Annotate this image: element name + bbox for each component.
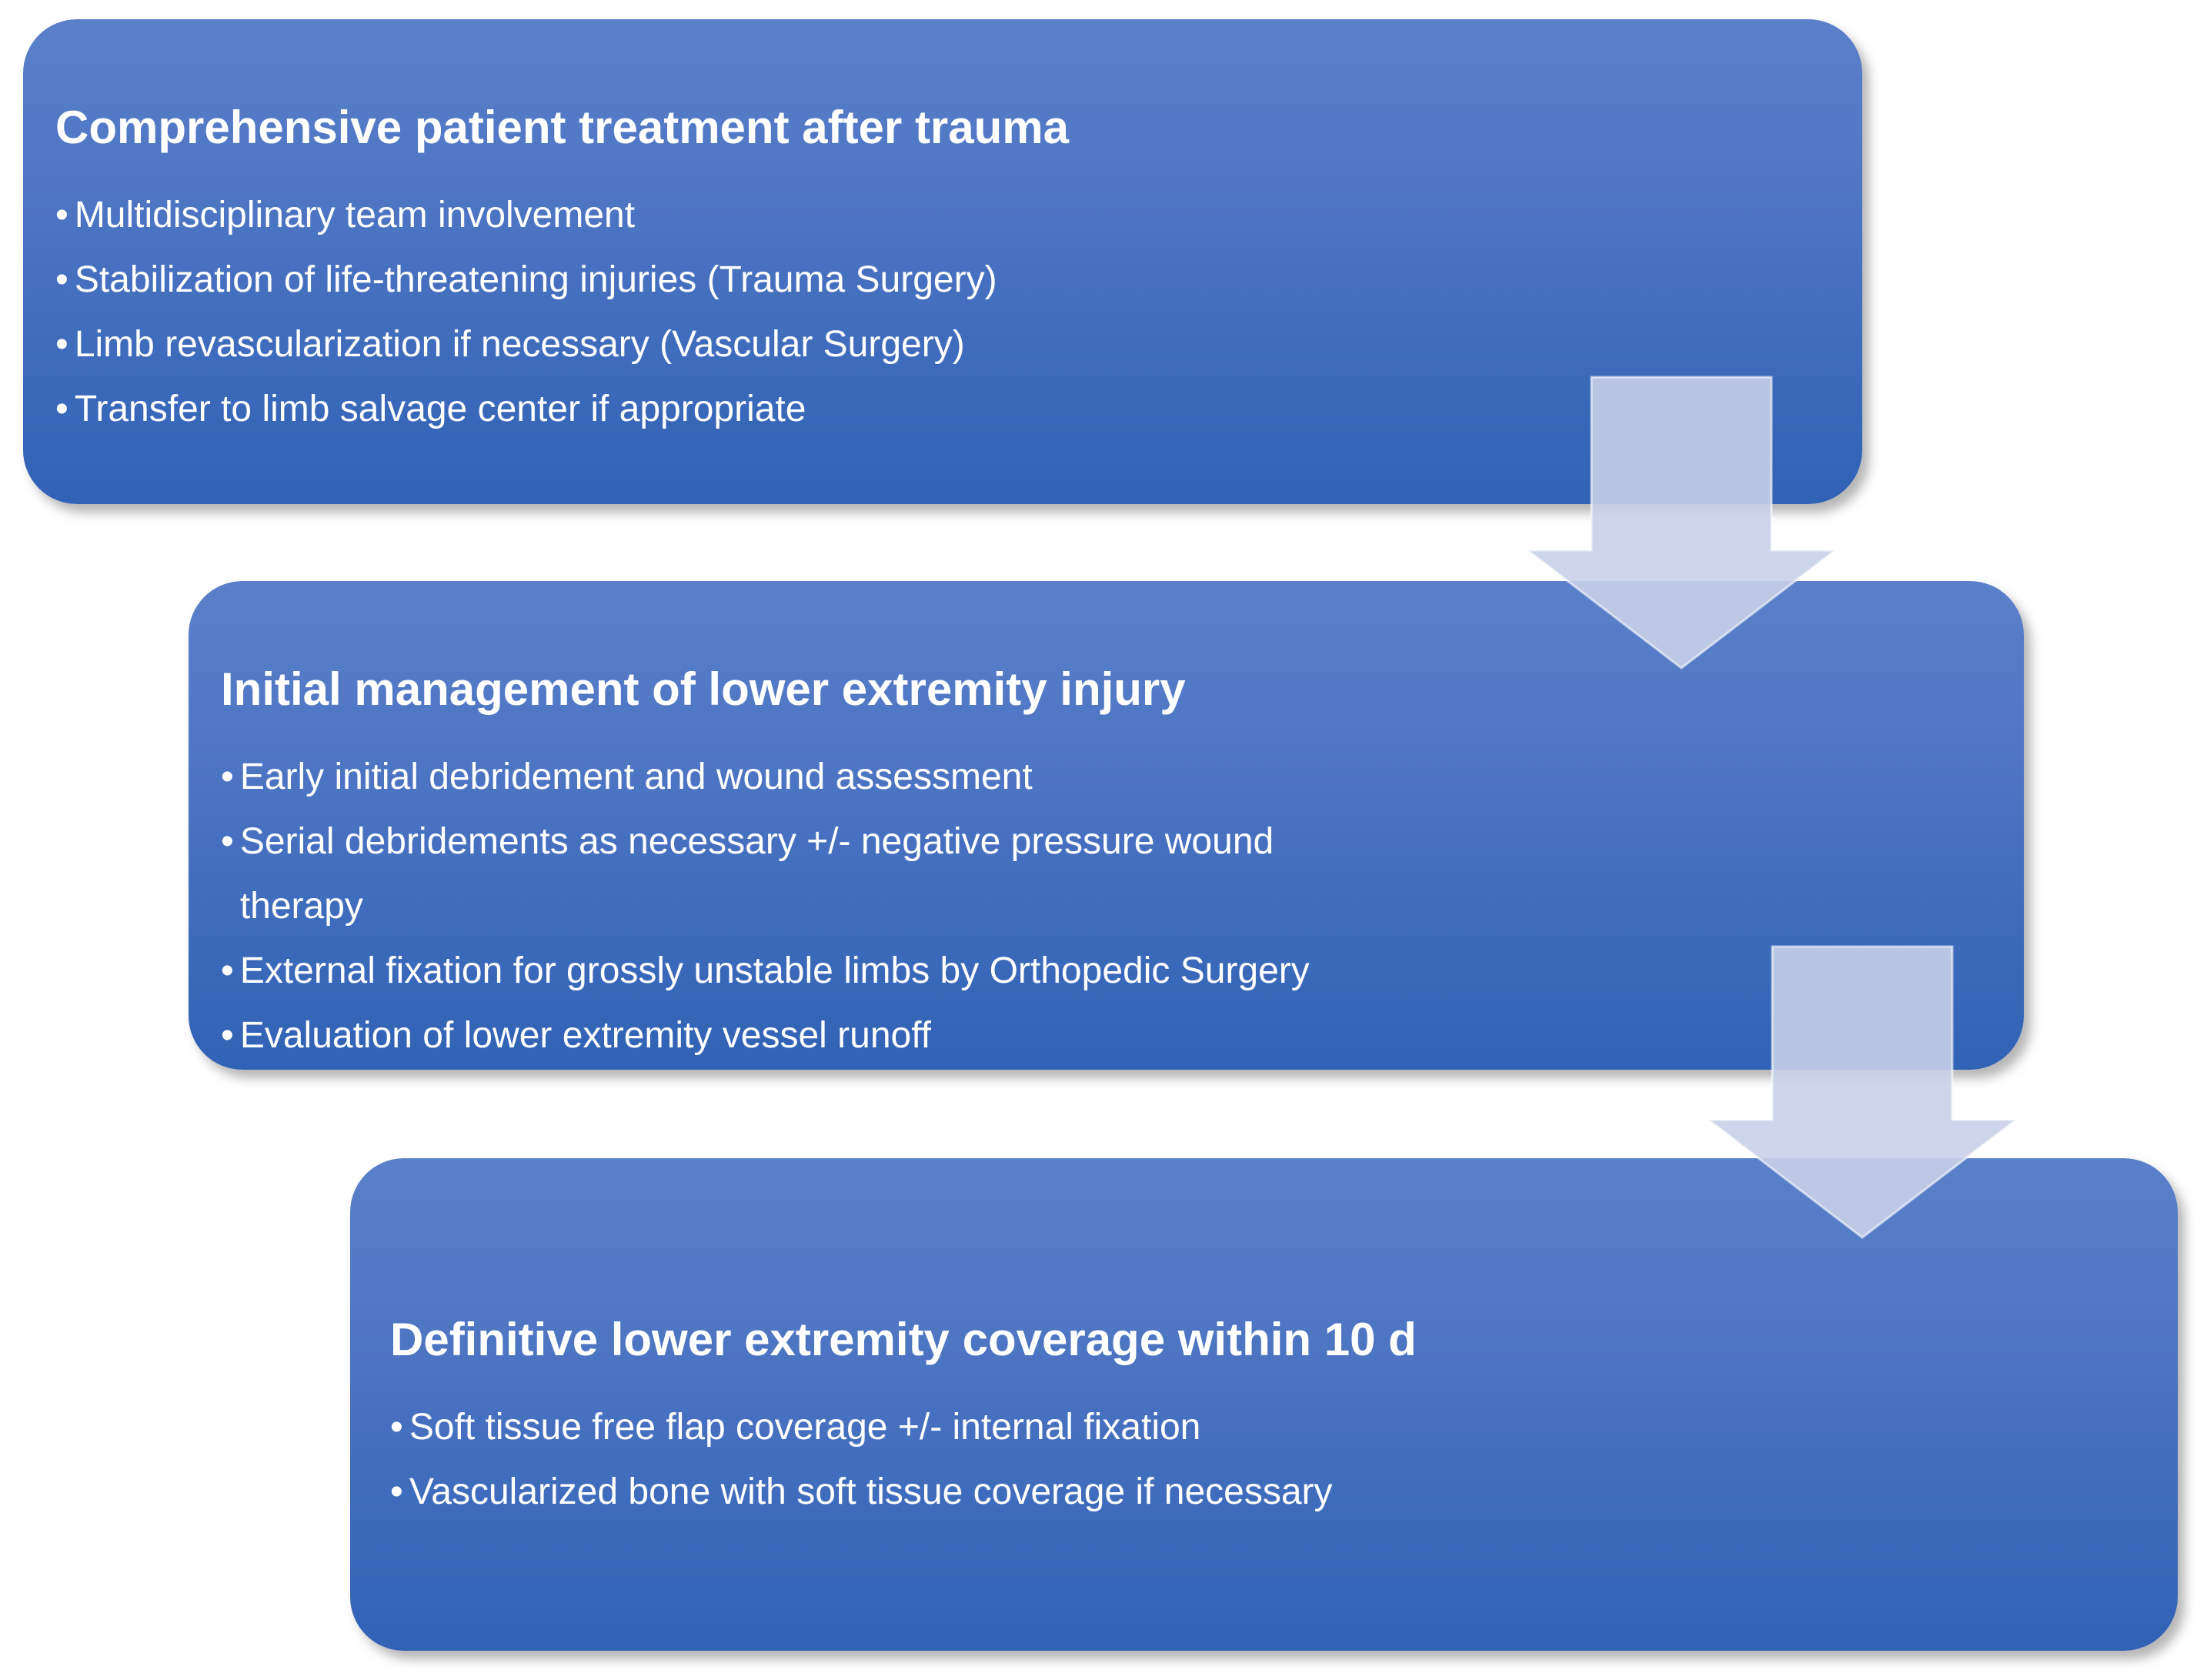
stage-3-title: Definitive lower extremity coverage with… bbox=[390, 1314, 1417, 1365]
stage-box-3: Definitive lower extremity coverage with… bbox=[350, 1158, 2178, 1651]
bullet-dot: • bbox=[55, 259, 68, 300]
bullet-item: • Vascularized bone with soft tissue cov… bbox=[390, 1460, 2132, 1525]
bullet-dot: • bbox=[55, 389, 68, 429]
stage-box-2-content: Initial management of lower extremity in… bbox=[189, 581, 2024, 1068]
bullet-text: Multidisciplinary team involvement bbox=[74, 195, 636, 235]
bullet-item: • Limb revascularization if necessary (V… bbox=[55, 312, 1816, 377]
stage-2-title: Initial management of lower extremity in… bbox=[221, 663, 1186, 715]
bullet-item: • Transfer to limb salvage center if app… bbox=[55, 377, 1816, 442]
bullet-item: • Multidisciplinary team involvement bbox=[55, 183, 1816, 248]
bullet-text: Evaluation of lower extremity vessel run… bbox=[239, 1015, 932, 1056]
bullet-item: • Evaluation of lower extremity vessel r… bbox=[221, 1004, 1978, 1068]
stage-1-title: Comprehensive patient treatment after tr… bbox=[55, 102, 1070, 153]
bullet-text: Stabilization of life-threatening injuri… bbox=[74, 259, 997, 300]
bullet-item: • Stabilization of life-threatening inju… bbox=[55, 248, 1816, 312]
bullet-dot: • bbox=[55, 324, 68, 365]
stage-box-3-content: Definitive lower extremity coverage with… bbox=[350, 1158, 2178, 1525]
bullet-text: Limb revascularization if necessary (Vas… bbox=[74, 324, 965, 365]
bullet-dot: • bbox=[390, 1471, 403, 1512]
bullet-text: Transfer to limb salvage center if appro… bbox=[74, 389, 806, 429]
stage-box-1: Comprehensive patient treatment after tr… bbox=[23, 19, 1862, 504]
stage-1-bullet-list: • Multidisciplinary team involvement • S… bbox=[55, 183, 1816, 442]
bullet-text: External fixation for grossly unstable l… bbox=[239, 950, 1310, 991]
stage-box-1-content: Comprehensive patient treatment after tr… bbox=[23, 19, 1862, 442]
bullet-dot: • bbox=[390, 1407, 403, 1448]
bullet-dot: • bbox=[221, 950, 234, 991]
stage-box-2: Initial management of lower extremity in… bbox=[189, 581, 2024, 1070]
bullet-dot: • bbox=[55, 195, 68, 235]
bullet-dot: • bbox=[221, 1015, 234, 1056]
stage-2-bullet-list: • Early initial debridement and wound as… bbox=[221, 745, 1978, 1068]
bullet-dot: • bbox=[221, 757, 234, 797]
bullet-dot: • bbox=[221, 821, 234, 862]
bullet-text: Early initial debridement and wound asse… bbox=[239, 757, 1033, 797]
bullet-item: • Early initial debridement and wound as… bbox=[221, 745, 1978, 810]
down-arrow-2-icon bbox=[1704, 945, 2020, 1239]
stage-3-bullet-list: • Soft tissue free flap coverage +/- int… bbox=[390, 1395, 2132, 1525]
bullet-text: Serial debridements as necessary +/- neg… bbox=[239, 821, 1274, 927]
bullet-item: • Serial debridements as necessary +/- n… bbox=[221, 810, 1978, 939]
bullet-text: Vascularized bone with soft tissue cover… bbox=[409, 1471, 1333, 1512]
down-arrow-1-icon bbox=[1524, 376, 1839, 670]
bullet-item: • External fixation for grossly unstable… bbox=[221, 939, 1978, 1004]
bullet-text: Soft tissue free flap coverage +/- inter… bbox=[409, 1407, 1201, 1448]
bullet-item: • Soft tissue free flap coverage +/- int… bbox=[390, 1395, 2132, 1460]
